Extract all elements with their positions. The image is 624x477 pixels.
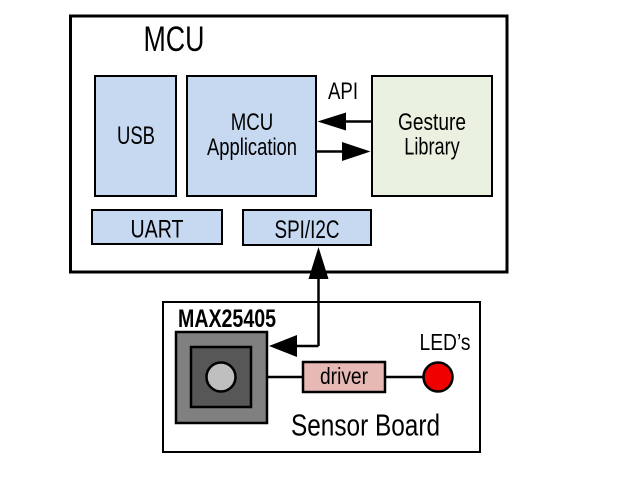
- svg-text:MCU: MCU: [144, 20, 205, 59]
- svg-text:Sensor Board: Sensor Board: [291, 408, 440, 443]
- svg-text:USB: USB: [117, 122, 155, 150]
- svg-text:LED’s: LED’s: [420, 329, 471, 355]
- svg-text:SPI/I2C: SPI/I2C: [275, 216, 340, 244]
- svg-text:API: API: [328, 78, 358, 105]
- svg-text:Application: Application: [207, 134, 297, 161]
- svg-text:Gesture: Gesture: [398, 109, 466, 136]
- svg-text:MCU: MCU: [231, 109, 274, 136]
- svg-text:MAX25405: MAX25405: [178, 305, 276, 333]
- svg-text:Library: Library: [404, 134, 460, 161]
- svg-text:UART: UART: [131, 216, 184, 244]
- svg-text:driver: driver: [320, 363, 368, 389]
